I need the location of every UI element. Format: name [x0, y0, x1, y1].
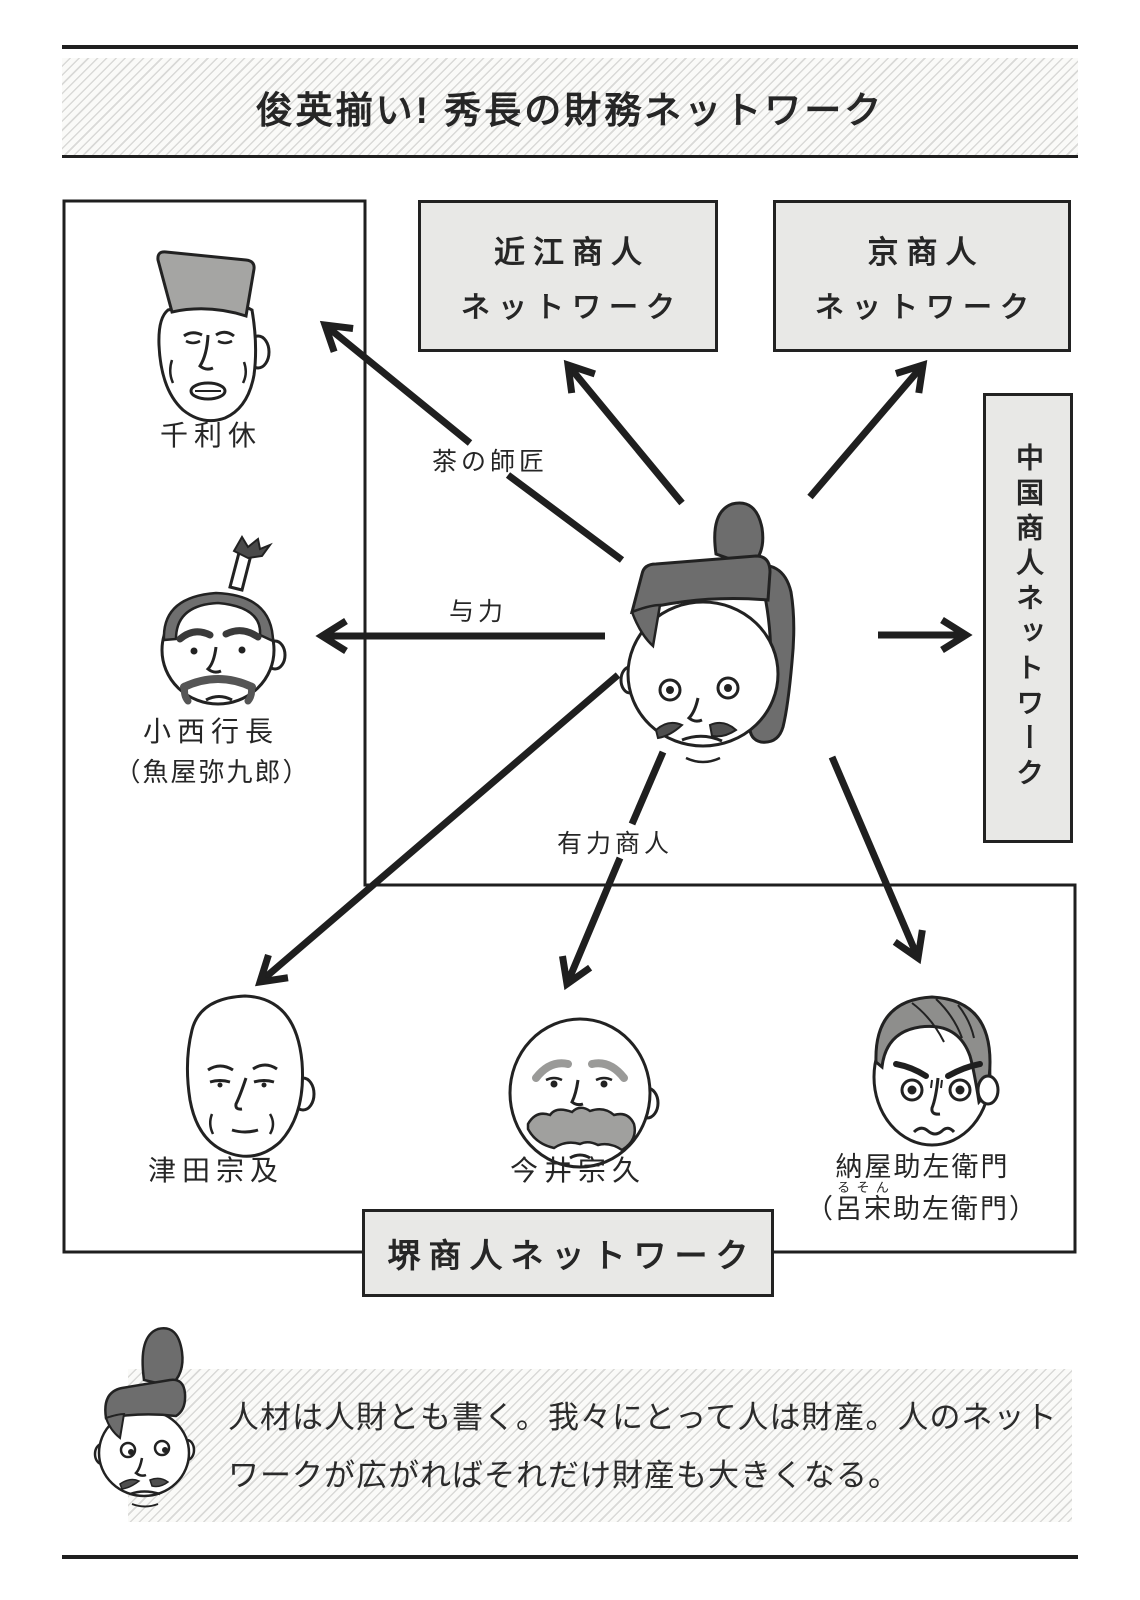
arrow-to-imai	[559, 856, 624, 991]
hidenaga-small-hat-top	[141, 1327, 184, 1388]
top-rule	[62, 45, 1078, 49]
speech-line-2: ワークが広がればそれだけ財産も大きくなる。	[228, 1458, 900, 1493]
hidenaga-small-mouth	[129, 1490, 161, 1496]
imai-mustache	[526, 1106, 636, 1152]
bottom-rule	[62, 1555, 1078, 1559]
naya-alias-label: （呂宋るそん助左衛門）	[806, 1180, 1038, 1224]
title-underline	[62, 155, 1078, 158]
tsuda-left-eye	[209, 1079, 231, 1084]
naya-name-label: 納屋助左衛門	[835, 1152, 1010, 1182]
rikyu-face	[157, 301, 258, 423]
omi-network-box: 近江商人 ネットワーク	[418, 200, 718, 352]
konishi-yukinaga-portrait	[160, 535, 287, 706]
arrow-to-omi-network	[563, 359, 685, 506]
imai-left-eye	[550, 1080, 558, 1088]
imai-right-eye	[600, 1080, 608, 1088]
imai-name-label: 今井宗久	[509, 1155, 646, 1186]
hidenaga-portrait	[619, 501, 796, 764]
tsuda-name-label: 津田宗及	[147, 1155, 284, 1186]
arrow-to-naya	[828, 755, 926, 965]
page-title: 俊英揃い! 秀長の財務ネットワーク	[255, 89, 885, 131]
konishi-left-eye	[190, 647, 198, 655]
omi-network-label-line1: 近江商人	[494, 234, 650, 270]
edge-label-yoriki: 与力	[448, 598, 507, 626]
kyo-network-label-line1: 京商人	[867, 234, 985, 270]
naya-alias-furigana: るそん	[835, 1180, 893, 1195]
naya-ear	[976, 1074, 1000, 1106]
tsuda-right-eye	[253, 1079, 275, 1084]
sakai-network-box: 堺商人ネットワーク	[362, 1209, 774, 1297]
hidenaga-small-portrait	[93, 1327, 196, 1508]
bottom-note-band	[128, 1369, 1072, 1522]
kyo-network-box: 京商人 ネットワーク	[773, 200, 1071, 352]
china-network-box: 中国商人ネットワーク	[983, 393, 1073, 843]
konishi-alias-label: （魚屋弥九郎）	[114, 757, 311, 787]
omi-network-label-line2: ネットワーク	[460, 291, 683, 324]
title-band	[62, 58, 1078, 155]
edge-label-tea-master: 茶の師匠	[431, 448, 548, 476]
naya-sukezaemon-portrait	[872, 995, 1000, 1147]
hidenaga-chin-line	[685, 756, 721, 764]
arrow-to-kyo-network	[807, 359, 928, 500]
konishi-right-eye	[238, 646, 246, 654]
sen-no-rikyu-portrait	[156, 250, 271, 423]
speech-line-1: 人材は人財とも書く。我々にとって人は財産。人のネット	[228, 1400, 1058, 1435]
hidenaga-small-nose	[134, 1457, 147, 1477]
rikyu-hat	[156, 250, 256, 318]
konishi-name-label: 小西行長	[142, 716, 279, 747]
kyo-network-label-line2: ネットワーク	[814, 291, 1037, 324]
rikyu-name-label: 千利休	[159, 420, 262, 451]
edge-label-leading-merchants: 有力商人	[556, 830, 673, 858]
hidenaga-small-hat-cap	[104, 1378, 187, 1420]
